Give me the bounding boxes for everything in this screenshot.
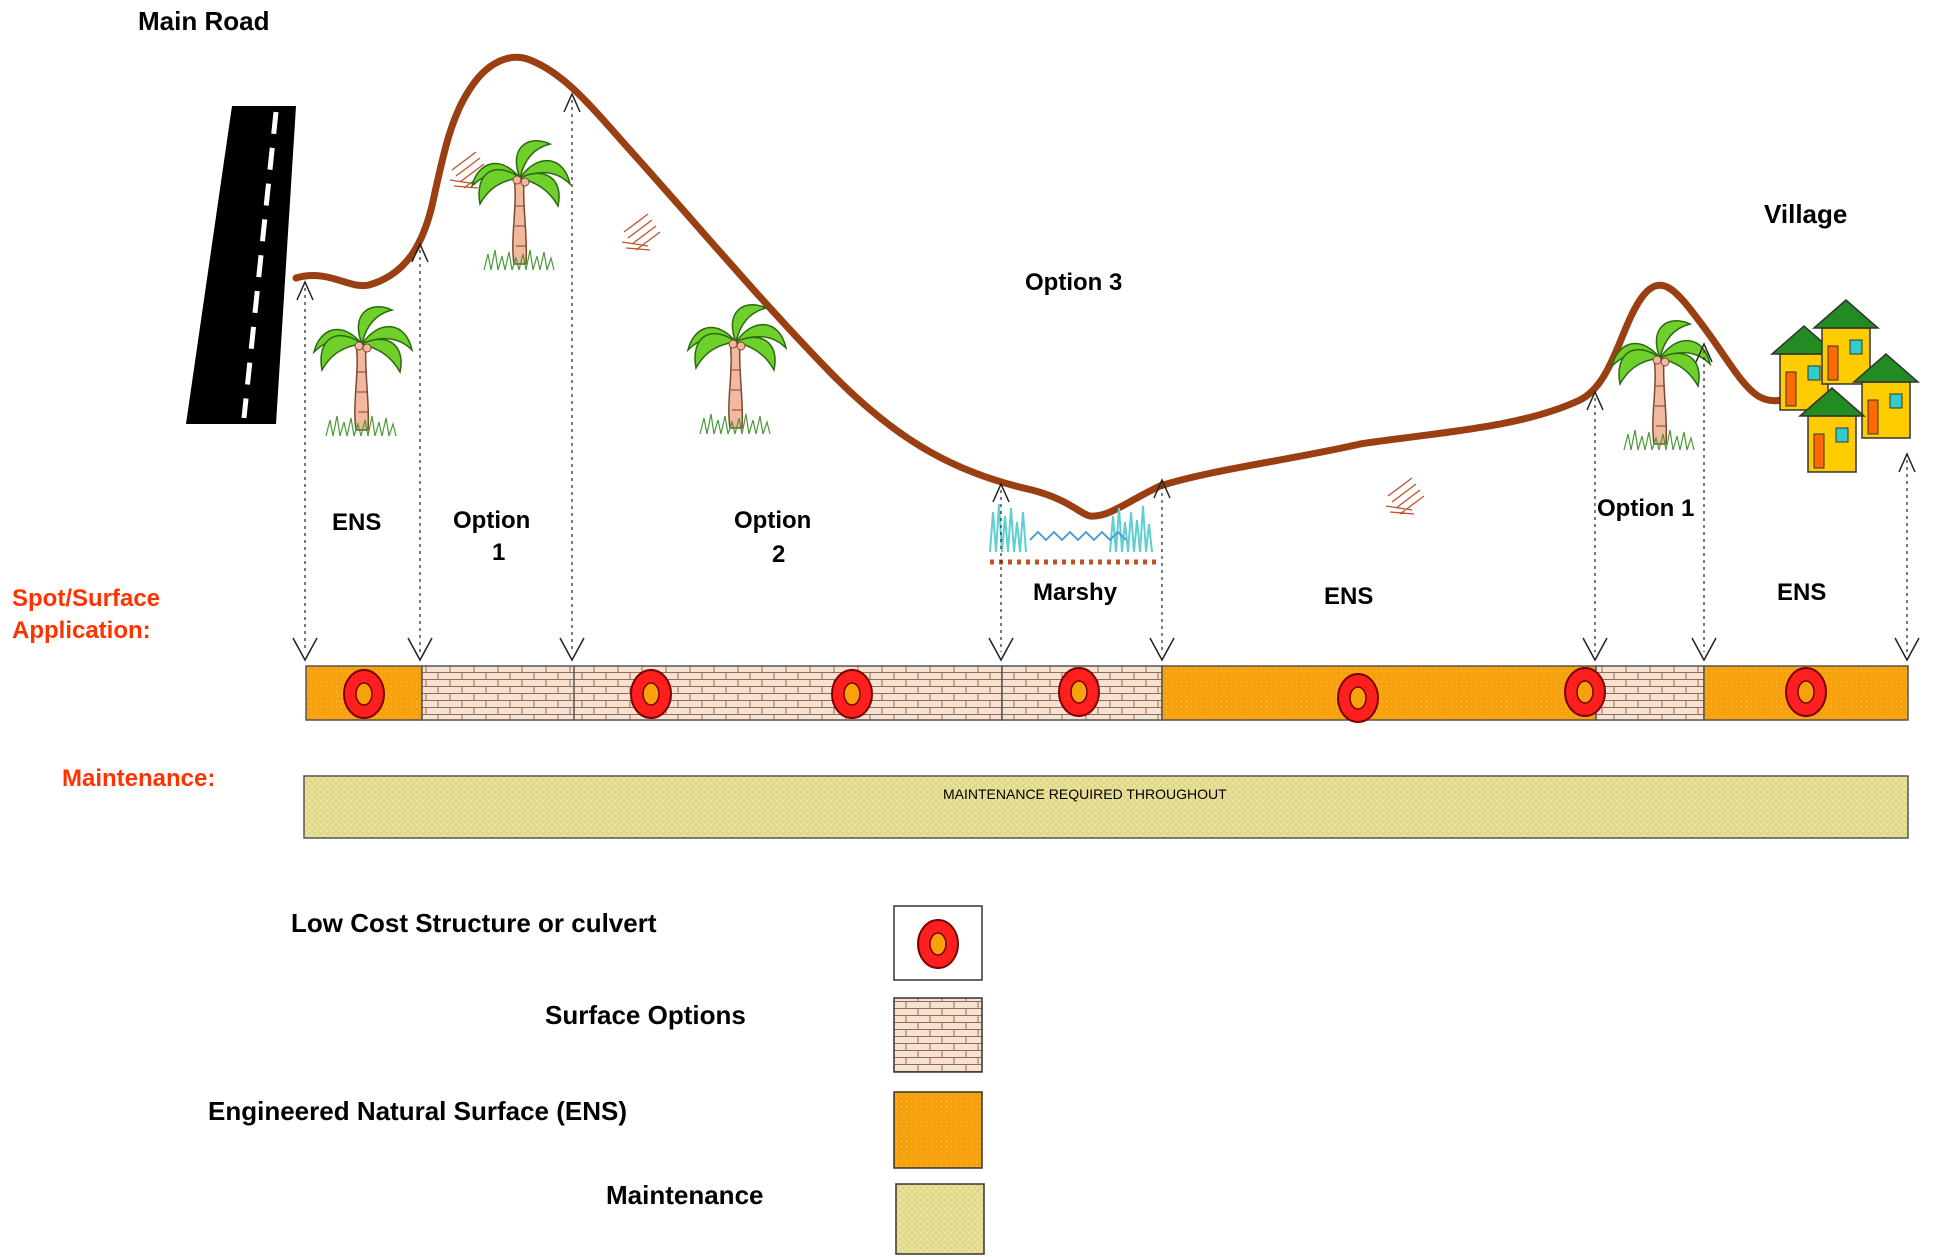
- spot-surface-label-2: Application:: [12, 617, 151, 644]
- section-label-ens: ENS: [1777, 579, 1826, 606]
- option3-label: Option 3: [1025, 269, 1122, 296]
- culvert-ring-icon: [1058, 667, 1100, 717]
- culvert-ring-icon: [1785, 667, 1827, 717]
- road-icon: [186, 106, 296, 424]
- terrain-profile-line: [292, 53, 1794, 520]
- maintenance-bar: [303, 775, 1909, 839]
- marsh-icon: [989, 503, 1160, 565]
- legend-label-culvert: Low Cost Structure or culvert: [291, 908, 657, 938]
- arrowheads-down: [292, 637, 1920, 662]
- culvert-ring-icon: [1337, 673, 1379, 723]
- legend-swatch-ens: [893, 1091, 983, 1169]
- culvert-ring-icon: [1564, 667, 1606, 717]
- culvert-ring-icon: [630, 669, 672, 719]
- section-label-option2: Option: [734, 507, 811, 534]
- palm-tree-icon: [1611, 320, 1711, 451]
- section-label-marshy: Marshy: [1033, 579, 1118, 606]
- slope-hatch-icon: [1385, 477, 1425, 515]
- legend-label-maintenance: Maintenance: [606, 1180, 764, 1210]
- maintenance-bar-text: MAINTENANCE REQUIRED THROUGHOUT: [943, 786, 1227, 802]
- village-label: Village: [1764, 199, 1847, 229]
- palm-tree-icon: [313, 306, 413, 437]
- section-label-option1: Option: [453, 507, 530, 534]
- section-divider-lines: [304, 100, 1908, 652]
- main-road-label: Main Road: [138, 6, 269, 36]
- legend: Low Cost Structure or culvert Surface Op…: [208, 905, 985, 1255]
- slope-hatch-icon: [621, 213, 661, 251]
- village-houses-icon: [1771, 299, 1919, 473]
- maintenance-row-label: Maintenance:: [62, 765, 215, 792]
- legend-label-surface-options: Surface Options: [545, 1000, 746, 1030]
- palm-tree-icon: [687, 304, 787, 435]
- section-label-option2-num: 2: [772, 541, 785, 568]
- section-label-ens: ENS: [1324, 583, 1373, 610]
- culvert-ring-icon: [831, 669, 873, 719]
- surface-application-bar: [305, 665, 1909, 721]
- legend-label-ens: Engineered Natural Surface (ENS): [208, 1096, 627, 1126]
- palm-tree-icon: [471, 140, 571, 271]
- section-label-option1-num: 1: [492, 539, 505, 566]
- culvert-ring-icon: [917, 919, 959, 969]
- section-label-ens: ENS: [332, 509, 381, 536]
- spot-surface-label: Spot/Surface: [12, 585, 160, 612]
- legend-swatch-surface-options: [893, 997, 983, 1073]
- section-label-option1: Option 1: [1597, 495, 1694, 522]
- arrowheads-up: [296, 92, 1916, 503]
- legend-swatch-maintenance: [895, 1183, 985, 1255]
- culvert-ring-icon: [343, 669, 385, 719]
